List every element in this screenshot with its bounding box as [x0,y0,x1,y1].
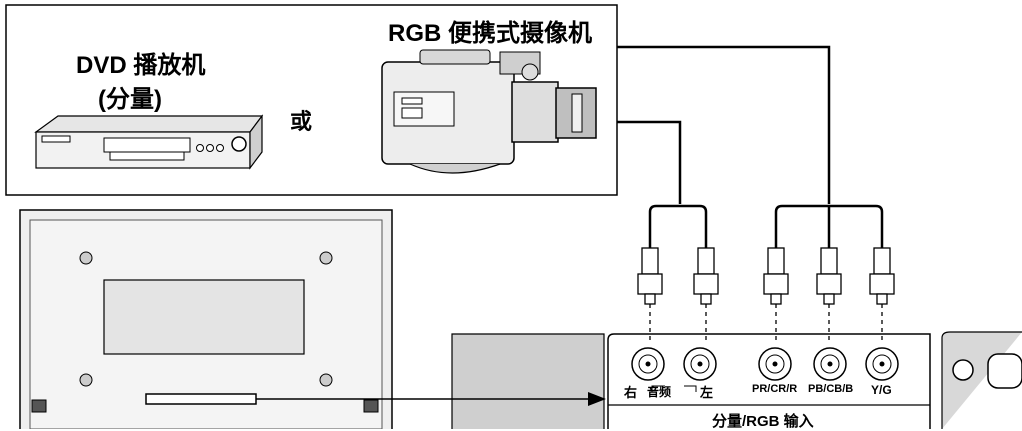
rca-plugs [637,247,895,344]
pointer-arrow [256,392,606,406]
dvd-player-label: DVD 播放机 [76,52,206,79]
plug-audio-left [693,247,719,344]
jack-audio-left [683,347,717,381]
dvd-component-label: (分量) [98,86,162,113]
display-rear-illustration [19,209,393,429]
jack-yg-label: Y/G [871,383,892,397]
cable-audio-split [648,204,708,248]
plug-pr [763,247,789,344]
jack-pb [813,347,847,381]
cable-video-split [774,204,884,248]
jack-pr-label: PR/CR/R [752,383,798,395]
component-rgb-input-label: 分量/RGB 输入 [712,413,814,430]
jack-yg [865,347,899,381]
plug-pb [816,247,842,344]
dvd-player-illustration [34,114,264,170]
camcorder-illustration [381,49,597,174]
rca-jacks [631,347,899,381]
plug-audio-right [637,247,663,344]
jack-left-label: 左 [700,385,714,400]
camcorder-label: RGB 便携式摄像机 [388,20,592,47]
input-terminal-highlight [145,393,257,405]
jack-pb-label: PB/CB/B [808,383,854,395]
jack-right-label: 右 [624,385,638,400]
cable-video-to-camera [617,45,831,204]
jack-pr [758,347,792,381]
jack-audio-label: 音频 [647,385,672,399]
jack-audio-right [631,347,665,381]
audio-bracket [651,385,697,392]
or-label: 或 [290,109,313,134]
plug-yg [869,247,895,344]
cable-audio-to-camera [617,120,682,204]
cables [617,45,884,248]
